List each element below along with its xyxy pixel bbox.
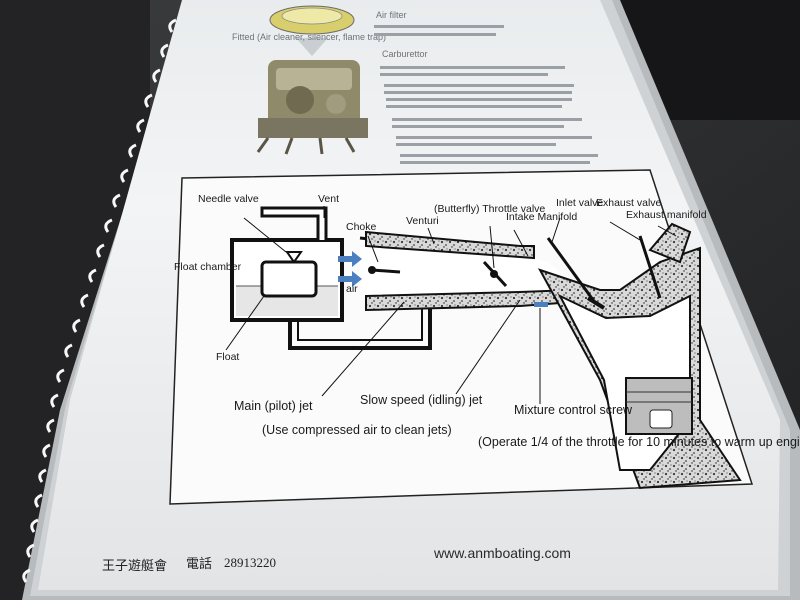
choke-plate: [371, 268, 401, 274]
label-main-jet: Main (pilot) jet: [234, 399, 313, 413]
label-exhaust-manifold: Exhaust manifold: [626, 209, 707, 221]
label-venturi: Venturi: [406, 215, 439, 227]
leader-lines: [225, 206, 677, 404]
engine-cylinder: [534, 222, 742, 490]
footer: 王子遊艇會 電話 28913220 www.anmboating.com: [102, 545, 571, 573]
label-slow-speed-jet: Slow speed (idling) jet: [360, 393, 483, 407]
carburettor-illustration: [256, 60, 368, 155]
note-clean-jets: (Use compressed air to clean jets): [262, 423, 452, 437]
text-heading-air-filter: Air filter: [376, 10, 407, 20]
mixture-screw: [534, 302, 548, 307]
text-heading-carburettor: Carburettor: [382, 49, 428, 59]
label-float: Float: [216, 351, 239, 363]
float-chamber: [230, 206, 432, 350]
diagram-labels: Needle valve Vent Choke Venturi (Butterf…: [174, 193, 800, 449]
footer-website: www.anmboating.com: [433, 545, 571, 561]
carburettor-barrel: [359, 230, 576, 312]
spiral-binding: [22, 18, 177, 583]
air-filter-illustration: [269, 5, 355, 56]
text-block-air-filter: [374, 25, 504, 36]
label-throttle-valve: (Butterfly) Throttle valve: [434, 203, 545, 215]
footer-org-name: 王子遊艇會: [102, 558, 167, 573]
label-float-chamber: Float chamber: [174, 261, 242, 273]
label-inlet-valve: Inlet valve: [556, 197, 603, 209]
label-vent: Vent: [318, 193, 339, 205]
label-air: air: [346, 283, 358, 295]
footer-phone-number: 28913220: [224, 555, 276, 570]
note-warm-up: (Operate 1/4 of the throttle for 10 minu…: [478, 435, 800, 449]
needle-valve: [285, 251, 303, 264]
callout-label: Fitted (Air cleaner, silencer, flame tra…: [232, 32, 386, 42]
label-mixture-screw: Mixture control screw: [514, 403, 633, 417]
exhaust-valve: [638, 235, 662, 299]
label-needle-valve: Needle valve: [198, 193, 259, 205]
exhaust-manifold: [648, 222, 692, 264]
label-choke: Choke: [346, 221, 377, 233]
vent-pipe: [260, 206, 328, 240]
inlet-valve: [546, 237, 598, 305]
air-arrows: [338, 251, 362, 287]
label-exhaust-valve: Exhaust valve: [596, 197, 662, 209]
footer-phone-label: 電話: [186, 556, 212, 571]
label-intake-manifold: Intake Manifold: [506, 211, 577, 223]
text-block-carburettor: [380, 66, 598, 164]
float: [260, 260, 318, 298]
